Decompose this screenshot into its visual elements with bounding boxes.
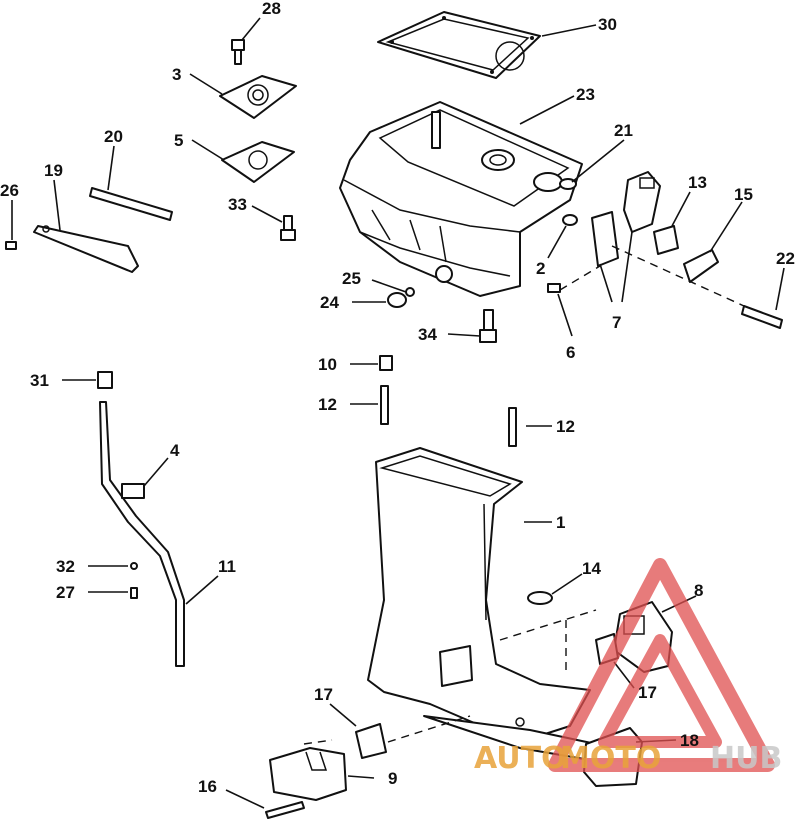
screw-27 <box>130 587 138 599</box>
callout-33: 33 <box>228 195 247 214</box>
bolt-28 <box>231 39 245 65</box>
sleeve-10 <box>379 355 393 371</box>
callout-27: 27 <box>56 583 75 602</box>
callout-5: 5 <box>174 131 183 150</box>
callout-17b: 17 <box>638 683 657 702</box>
plate-19 <box>33 225 139 273</box>
bolt-22 <box>741 305 783 329</box>
callout-22: 22 <box>776 249 795 268</box>
watermark-triangle <box>548 558 775 772</box>
callout-14: 14 <box>582 559 601 578</box>
callout-16: 16 <box>198 777 217 796</box>
watermark-hub: HUB <box>710 741 782 776</box>
callout-11: 11 <box>218 557 236 576</box>
callout-10: 10 <box>318 355 337 374</box>
washer-14 <box>527 591 553 605</box>
callout-21: 21 <box>614 121 633 140</box>
pad-17a <box>355 723 387 759</box>
callout-labels: 28 30 3 5 20 19 26 33 23 21 2 13 15 22 7… <box>0 0 795 796</box>
cap-31 <box>97 371 113 389</box>
plug-24 <box>387 292 407 308</box>
exhaust-housing-1 <box>367 447 597 761</box>
grommet-4 <box>121 483 145 499</box>
gasket-5 <box>221 141 295 183</box>
callout-1: 1 <box>556 513 565 532</box>
callout-28: 28 <box>262 0 281 18</box>
adapter-housing-23 <box>339 101 583 297</box>
water-tube-11 <box>99 401 185 667</box>
callout-18: 18 <box>680 731 699 750</box>
callout-7: 7 <box>612 313 621 332</box>
callout-4: 4 <box>170 441 180 460</box>
callout-9: 9 <box>388 769 397 788</box>
callout-12b: 12 <box>556 417 575 436</box>
stud-12a <box>380 385 389 425</box>
watermark-auto: AUTO <box>474 741 567 776</box>
callout-19: 19 <box>44 161 63 180</box>
gasket-30 <box>377 11 541 79</box>
callout-17a: 17 <box>314 685 333 704</box>
callout-30: 30 <box>598 15 617 34</box>
callout-15: 15 <box>734 185 753 204</box>
bracket-7 <box>591 171 661 267</box>
lower-mount-9 <box>269 747 347 801</box>
screw-26 <box>5 241 17 250</box>
washer-21 <box>559 178 578 226</box>
callout-34: 34 <box>418 325 437 344</box>
o-ring-32 <box>130 562 138 570</box>
callout-13: 13 <box>688 173 707 192</box>
callout-24: 24 <box>320 293 339 312</box>
callout-6: 6 <box>566 343 575 362</box>
callout-2: 2 <box>536 259 545 278</box>
pad-13 <box>653 225 679 255</box>
plate-15 <box>683 249 719 283</box>
callout-31: 31 <box>30 371 49 390</box>
callout-32: 32 <box>56 557 75 576</box>
bolt-34 <box>479 309 497 343</box>
callout-23: 23 <box>576 85 595 104</box>
callout-8: 8 <box>694 581 703 600</box>
callout-26: 26 <box>0 181 19 200</box>
watermark-moto: MOTO <box>560 741 661 776</box>
stud-12b <box>508 407 517 447</box>
callout-20: 20 <box>104 127 123 146</box>
callout-12a: 12 <box>318 395 337 414</box>
callout-25: 25 <box>342 269 361 288</box>
cover-plate-3 <box>219 75 297 119</box>
bolt-16 <box>265 801 305 819</box>
callout-3: 3 <box>172 65 181 84</box>
bolt-33 <box>280 215 296 241</box>
rod-20 <box>89 187 173 221</box>
screw-6 <box>547 283 561 293</box>
watermark-logo <box>548 558 775 772</box>
watermark-text: AUTO MOTO HUB <box>474 741 782 776</box>
o-ring-25 <box>405 287 415 297</box>
